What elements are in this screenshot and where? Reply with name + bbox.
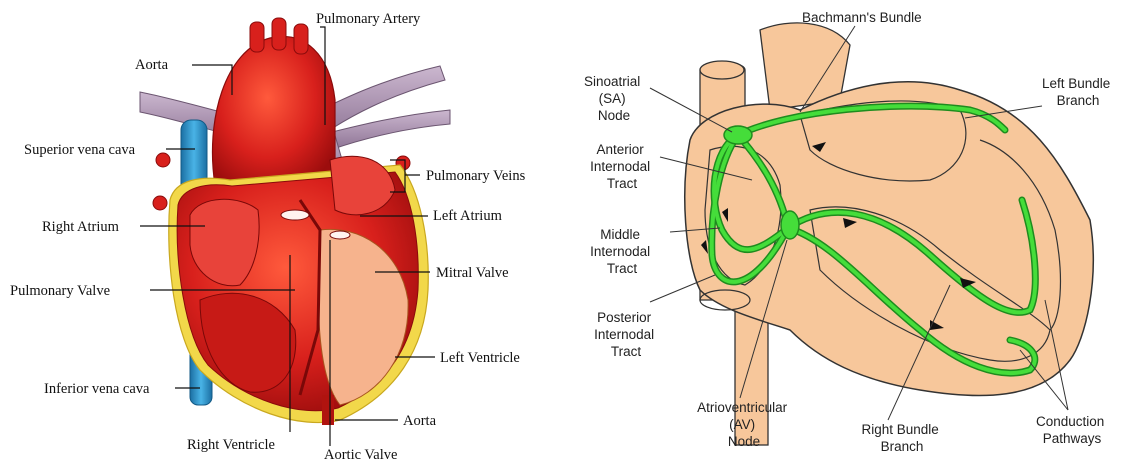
label-sa-node: Sinoatrial (SA) Node [584,74,644,123]
label-left-bundle-branch: Left Bundle Branch [1042,76,1114,108]
label-posterior-internodal-tract: Posterior Internodal Tract [594,310,658,359]
label-pulmonary-valve: Pulmonary Valve [10,283,110,299]
label-anterior-internodal-tract: Anterior Internodal Tract [590,142,654,191]
label-left-ventricle: Left Ventricle [440,350,520,366]
label-mitral-valve: Mitral Valve [436,265,509,281]
label-aorta-top: Aorta [135,57,169,73]
label-av-node: Atrioventricular (AV) Node [697,400,791,449]
label-right-atrium: Right Atrium [42,219,120,235]
label-conduction-pathways: Conduction Pathways [1036,414,1108,446]
label-middle-internodal-tract: Middle Internodal Tract [590,227,654,276]
aortic-arch [212,37,335,190]
label-pulmonary-artery: Pulmonary Artery [316,11,421,27]
sa-node-marker [724,126,752,144]
av-node-marker [781,211,799,239]
label-pulmonary-veins: Pulmonary Veins [426,168,526,184]
label-inferior-vena-cava: Inferior vena cava [44,381,150,397]
label-left-atrium: Left Atrium [433,208,503,224]
label-right-bundle-branch: Right Bundle Branch [861,422,942,454]
heart-anatomy-illustration [140,18,450,425]
label-aorta-bottom: Aorta [403,413,437,429]
label-superior-vena-cava: Superior vena cava [24,142,136,158]
label-right-ventricle: Right Ventricle [187,437,275,453]
label-aortic-valve: Aortic Valve [324,447,397,463]
label-bachmanns-bundle: Bachmann's Bundle [802,10,922,25]
